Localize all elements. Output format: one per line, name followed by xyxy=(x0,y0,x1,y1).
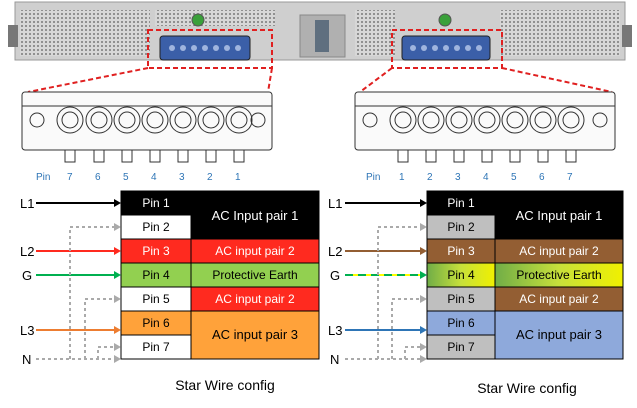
right-func-5: AC input pair 3 xyxy=(516,327,602,342)
connector-right-drawing xyxy=(354,91,616,163)
left-wire-L1: L1 xyxy=(20,196,34,211)
left-pin-5: Pin 5 xyxy=(142,292,170,306)
right-func-3: Protective Earth xyxy=(516,268,601,282)
right-pin-3: Pin 3 xyxy=(447,244,475,258)
left-pin-num-4: 3 xyxy=(179,172,185,183)
right-pin-5: Pin 5 xyxy=(447,292,475,306)
right-pin-7: Pin 7 xyxy=(447,340,475,354)
right-wire-L2: L2 xyxy=(328,244,342,259)
right-pin-4: Pin 4 xyxy=(447,268,475,282)
connector-left-drawing xyxy=(21,91,273,163)
left-pin-num-0: 7 xyxy=(67,172,73,183)
left-wires: L1 L2 G L3 N xyxy=(20,196,34,367)
right-pin-num-6: 7 xyxy=(567,172,573,183)
left-pin-1: Pin 1 xyxy=(142,196,170,210)
left-wire-L3: L3 xyxy=(20,323,34,338)
left-pin-2: Pin 2 xyxy=(142,220,170,234)
left-func-1: AC Input pair 1 xyxy=(212,208,299,223)
left-wire-lines xyxy=(36,199,121,363)
connector-left-photo xyxy=(147,29,273,69)
left-func-4: AC input pair 2 xyxy=(215,292,295,306)
right-pin-num-5: 6 xyxy=(539,172,545,183)
left-pin-7: Pin 7 xyxy=(142,340,170,354)
left-caption: Star Wire config xyxy=(175,377,275,393)
right-pin-num-4: 5 xyxy=(511,172,517,183)
left-func-2: AC input pair 2 xyxy=(215,244,295,258)
zoom-lines xyxy=(27,67,613,93)
right-pin-num-3: 4 xyxy=(483,172,489,183)
left-pin-word: Pin xyxy=(36,172,50,183)
chassis-photo xyxy=(8,1,632,61)
left-wire-N: N xyxy=(22,352,31,367)
left-wire-L2: L2 xyxy=(20,244,34,259)
left-pin-table: Pin 1 Pin 2 Pin 3 Pin 4 Pin 5 Pin 6 Pin … xyxy=(120,190,320,360)
right-func-2: AC input pair 2 xyxy=(519,244,599,258)
right-pin-table: Pin 1 Pin 2 Pin 3 Pin 4 Pin 5 Pin 6 Pin … xyxy=(426,190,624,360)
left-func-3: Protective Earth xyxy=(212,268,297,282)
right-wires: L1 L2 G L3 N xyxy=(328,196,342,367)
right-pin-num-2: 3 xyxy=(455,172,461,183)
right-wire-N: N xyxy=(330,352,339,367)
connector-right-photo xyxy=(391,29,503,69)
left-func-5: AC input pair 3 xyxy=(212,327,298,342)
right-pin-6: Pin 6 xyxy=(447,316,475,330)
right-pin-word: Pin xyxy=(366,172,380,183)
right-func-4: AC input pair 2 xyxy=(519,292,599,306)
left-pin-3: Pin 3 xyxy=(142,244,170,258)
left-wire-G: G xyxy=(22,268,32,283)
left-pin-6: Pin 6 xyxy=(142,316,170,330)
right-pin-num-0: 1 xyxy=(399,172,405,183)
left-pin-num-3: 4 xyxy=(151,172,157,183)
right-pin-1: Pin 1 xyxy=(447,196,475,210)
right-wire-L3: L3 xyxy=(328,323,342,338)
right-wire-L1: L1 xyxy=(328,196,342,211)
right-caption: Star Wire config xyxy=(477,380,577,396)
left-pin-4: Pin 4 xyxy=(142,268,170,282)
left-pin-num-2: 5 xyxy=(123,172,129,183)
right-pin-2: Pin 2 xyxy=(447,220,475,234)
left-pin-num-1: 6 xyxy=(95,172,101,183)
pin-number-rows: Pin 7 6 5 4 3 2 1 Pin 1 2 3 4 5 6 7 xyxy=(36,172,573,183)
right-wire-G: G xyxy=(330,268,340,283)
right-pin-num-1: 2 xyxy=(427,172,433,183)
right-wire-lines xyxy=(345,199,427,363)
left-pin-num-6: 1 xyxy=(235,172,241,183)
right-func-1: AC Input pair 1 xyxy=(516,208,603,223)
left-pin-num-5: 2 xyxy=(207,172,213,183)
